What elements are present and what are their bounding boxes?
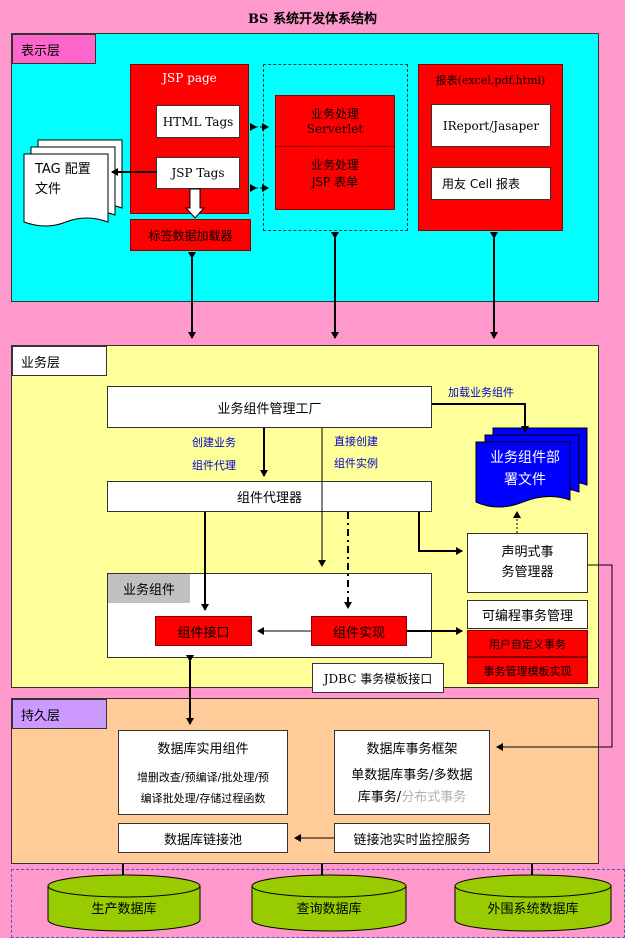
db-tx-framework-desc: 单数据库事务/多数据 库事务/分布式事务 — [335, 765, 489, 809]
jdbc-template-label: JDBC 事务模板接口 — [323, 671, 433, 686]
production-db-label: 生产数据库 — [91, 901, 157, 917]
external-db-label: 外围系统数据库 — [487, 901, 579, 917]
deploy-file-line2: 署文件 — [504, 472, 546, 488]
direct-create-label-line1: 直接创建 — [334, 435, 378, 448]
servlet-label: 业务处理 Serverlet — [275, 97, 395, 143]
servlet-label-line1: 业务处理 — [310, 106, 359, 121]
diagram-title: BS 系统开发体系结构 — [248, 12, 377, 27]
component-factory-box: 业务组件管理工厂 — [107, 386, 432, 428]
component-proxy-box: 组件代理器 — [107, 481, 432, 512]
direct-create-label-line2: 组件实例 — [334, 457, 378, 470]
external-db-cylinder — [454, 874, 612, 932]
db-util-desc-line1: 增删改查/预编译/批处理/预 — [136, 771, 270, 784]
db-tx-desc-line2a: 库事务/ — [357, 790, 402, 805]
tx-template-box: 事务管理模板实现 — [467, 657, 588, 684]
reports-box: 报表(excel,pdf,html) — [418, 64, 563, 231]
db-pool-box: 数据库链接池 — [118, 823, 288, 853]
declarative-tx-box: 声明式事 务管理器 — [467, 533, 588, 593]
query-db-cylinder — [251, 874, 407, 932]
jsp-form-label: 业务处理 JSP 表单 — [275, 150, 395, 196]
db-tx-desc-line1: 单数据库事务/多数据 — [351, 768, 473, 783]
jsp-tags-box: JSP Tags — [156, 157, 240, 189]
db-util-box: 数据库实用组件 增删改查/预编译/批处理/预 编译批处理/存储过程函数 — [118, 730, 288, 815]
presentation-layer-label: 表示层 — [12, 34, 96, 64]
tag-loader-box: 标签数据加载器 — [130, 219, 251, 251]
jsp-form-line2: JSP 表单 — [311, 175, 359, 189]
db-tx-desc-distributed: 分布式事务 — [401, 790, 467, 805]
component-impl-box: 组件实现 — [311, 616, 407, 646]
servlet-divider — [275, 146, 395, 147]
jsp-page-label: JSP page — [162, 71, 217, 85]
db-tx-framework-box: 数据库事务框架 单数据库事务/多数据 库事务/分布式事务 — [334, 730, 490, 815]
tag-config-document-icon — [23, 139, 123, 227]
deploy-file-document-icon — [475, 427, 588, 508]
servlet-group-frame — [263, 64, 408, 231]
query-db-label: 查询数据库 — [296, 901, 362, 917]
user-tx-box: 用户自定义事务 — [467, 630, 588, 657]
ireport-box: IReport/Jasaper — [431, 104, 551, 147]
jsp-form-line1: 业务处理 — [310, 158, 359, 172]
db-util-title: 数据库实用组件 — [157, 742, 249, 757]
tag-config-label: TAG 配置 文件 — [35, 160, 105, 200]
db-tx-desc-line2: 库事务/分布式事务 — [335, 787, 489, 809]
business-layer-label: 业务层 — [12, 346, 107, 376]
programmatic-tx-box: 可编程事务管理 — [467, 600, 588, 629]
persistence-layer-label: 持久层 — [12, 699, 107, 729]
declarative-tx-line2: 务管理器 — [501, 565, 554, 580]
load-component-label: 加载业务组件 — [448, 386, 514, 399]
servlet-box — [275, 95, 395, 210]
declarative-tx-line1: 声明式事 — [501, 545, 554, 560]
component-interface-box: 组件接口 — [155, 616, 252, 646]
cell-report-box: 用友 Cell 报表 — [431, 167, 551, 200]
create-proxy-label-line2: 组件代理 — [192, 459, 236, 472]
create-proxy-label-line1: 创建业务 — [192, 436, 236, 449]
tag-config-line2: 文件 — [35, 182, 62, 197]
pool-monitor-box: 链接池实时监控服务 — [334, 823, 490, 853]
production-db-cylinder — [47, 874, 201, 932]
html-tags-box: HTML Tags — [156, 105, 240, 138]
db-util-desc-line2: 编译批处理/存储过程函数 — [140, 792, 266, 805]
db-util-desc: 增删改查/预编译/批处理/预 编译批处理/存储过程函数 — [119, 767, 287, 809]
component-group-label: 业务组件 — [108, 574, 190, 603]
db-tx-framework-title: 数据库事务框架 — [366, 742, 458, 757]
reports-label: 报表(excel,pdf,html) — [435, 74, 546, 87]
persistence-layer — [11, 698, 599, 864]
jdbc-template-box: JDBC 事务模板接口 — [312, 663, 444, 693]
deploy-file-line1: 业务组件部 — [490, 450, 560, 466]
servlet-label-line2: Serverlet — [306, 121, 364, 136]
deploy-file-label: 业务组件部 署文件 — [480, 447, 570, 491]
tag-config-line1: TAG 配置 — [35, 162, 91, 177]
